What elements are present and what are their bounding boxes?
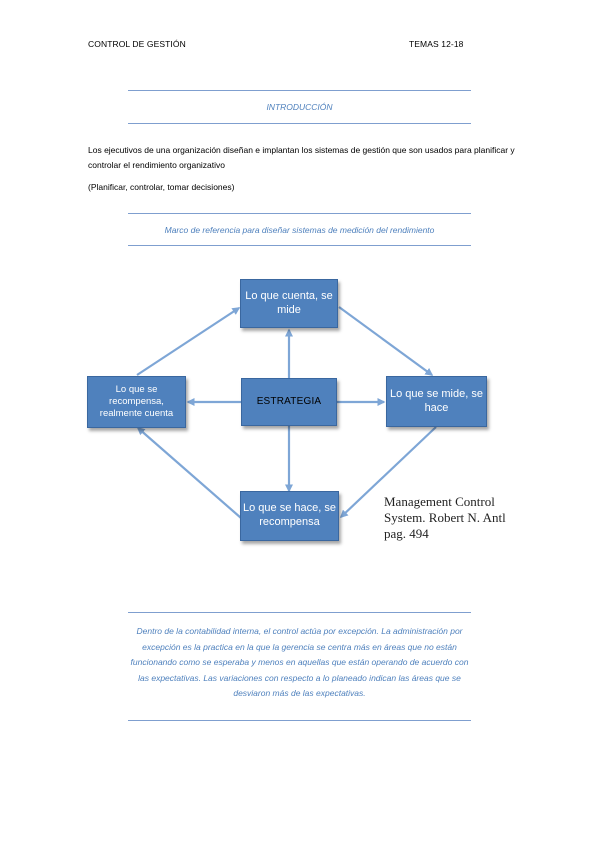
citation-line-3: pag. 494 [384,526,429,541]
closing-quote: Dentro de la contabilidad interna, el co… [130,626,469,698]
box-top: Lo que cuenta, se mide [240,279,338,328]
arrow-bottom-to-left [136,427,242,519]
divider [128,213,471,214]
framework-caption: Marco de referencia para diseñar sistema… [164,225,435,235]
box-left-label: Lo que se recompensa, realmente cuenta [99,384,174,419]
box-center-label: ESTRATEGIA [256,395,322,407]
box-right: Lo que se mide, se hace [386,376,487,427]
arrow-top-to-right [338,306,434,376]
box-left: Lo que se recompensa, realmente cuenta [87,376,186,428]
divider [128,720,471,721]
box-bottom-label: Lo que se hace, se recompensa [243,502,336,528]
box-top-label: Lo que cuenta, se mide [245,289,333,316]
arrow-right-to-bottom [339,426,437,519]
box-right-label: Lo que se mide, se hace [390,387,483,414]
box-bottom: Lo que se hace, se recompensa [240,491,339,541]
divider [128,90,471,91]
intro-note: (Planificar, controlar, tomar decisiones… [88,182,235,192]
box-center: ESTRATEGIA [241,378,337,426]
intro-heading: INTRODUCCIÓN [266,102,333,112]
citation: Management Control System. Robert N. Ant… [384,494,506,542]
divider [128,245,471,246]
divider [128,123,471,124]
divider [128,612,471,613]
citation-line-2: System. Robert N. Antl [384,510,506,525]
header-right: TEMAS 12-18 [409,39,464,49]
citation-line-1: Management Control [384,494,495,509]
arrow-left-to-top [136,307,241,376]
header-left: CONTROL DE GESTIÓN [88,39,186,49]
intro-paragraph: Los ejecutivos de una organización diseñ… [88,145,515,170]
